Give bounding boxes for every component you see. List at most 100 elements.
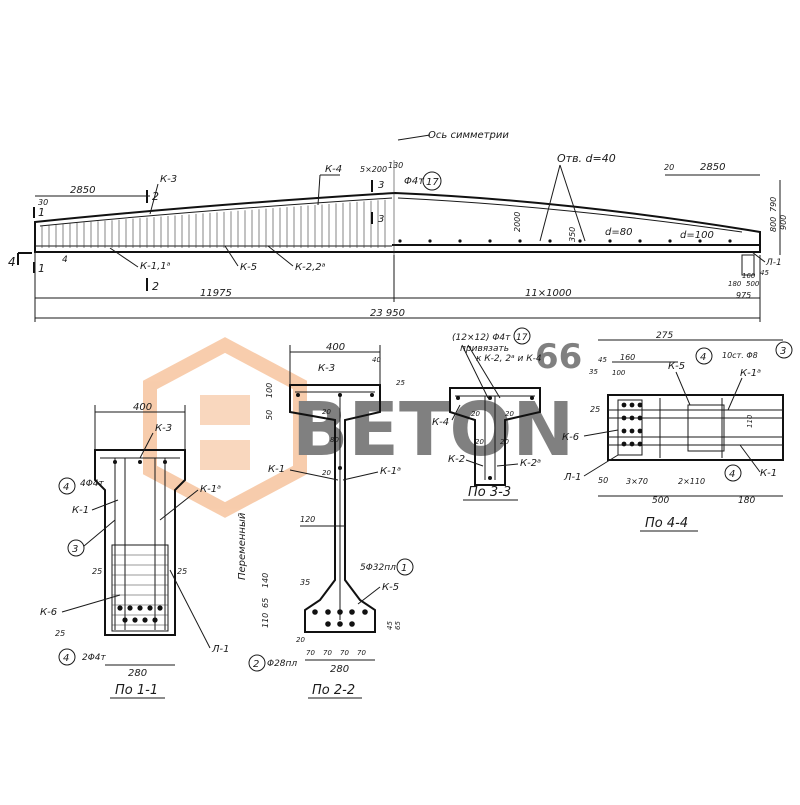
s44-rebar	[629, 428, 635, 434]
s22-dim-120: 120	[300, 515, 315, 524]
s44-outline	[607, 394, 784, 461]
watermark: BETON 66	[143, 337, 582, 518]
hole	[398, 239, 402, 243]
dim-11x1000: 11×1000	[525, 288, 572, 299]
watermark-logo-hex	[143, 337, 307, 518]
s44-bubble-4-top-text: 4	[700, 352, 706, 363]
s44-rebar	[621, 415, 627, 421]
dim-900: 900	[779, 215, 788, 230]
s33-rebar-2	[456, 396, 460, 400]
cut-3-bottom: 3	[378, 214, 384, 225]
s11-rebar	[117, 605, 123, 611]
s11-bubble-3-text: 3	[72, 544, 78, 555]
label-d100: d=100	[680, 230, 714, 241]
section-1-1-outline	[94, 449, 186, 636]
s44-k1-leader	[739, 444, 761, 473]
bubble-17-text: 17	[426, 177, 439, 188]
dim-180: 180	[728, 280, 742, 288]
s11-top-rebar	[113, 460, 117, 464]
s33-rebar-4	[488, 476, 492, 480]
section-3-3-outline	[449, 387, 541, 486]
s33-dim-20d: 20	[500, 438, 509, 446]
s11-dim-400-text: 400	[133, 402, 152, 413]
hole-leader-1	[539, 164, 561, 242]
s11-top-rebar	[138, 460, 142, 464]
s22-dim-70c: 70	[340, 649, 349, 657]
bubble-17	[422, 171, 442, 191]
s44-rebar	[637, 441, 643, 447]
hole	[548, 239, 552, 243]
s44-l1: Л-1	[563, 472, 582, 483]
dim-160: 160	[742, 272, 756, 280]
s22-k1-leader	[289, 469, 339, 481]
s22-rebar	[349, 609, 355, 615]
s33-rebar-3	[530, 396, 534, 400]
s11-bubble-3-leader	[83, 519, 116, 547]
label-k22a: К-2,2ᵃ	[295, 262, 326, 273]
watermark-number: 66	[535, 337, 582, 377]
s22-dim-70d: 70	[357, 649, 366, 657]
s11-rebar	[147, 605, 153, 611]
s33-note-3: к К-2, 2ᵃ и К-4	[476, 354, 542, 364]
s22-top-rebar	[370, 393, 374, 397]
s11-dim-25c: 25	[55, 629, 65, 638]
top-chord-bar	[39, 197, 393, 227]
s22-k1: К-1	[268, 464, 285, 475]
s22-k5-leader	[357, 586, 381, 605]
s22-rebar	[312, 609, 318, 615]
s11-dim-25a: 25	[92, 567, 102, 576]
s22-dim-280: 280	[330, 664, 349, 675]
dim-790: 790	[769, 197, 778, 212]
s22-dim-20c: 20	[296, 636, 305, 644]
dim-800: 800	[769, 217, 778, 232]
section-1-1: 400 280 25 25 25 К-3 К-1 К-1ᵃ К-6 Л-1 4 …	[40, 402, 230, 699]
s22-dim-20a: 20	[322, 408, 331, 416]
section-2-2-outline	[289, 384, 381, 633]
s11-k3-leader	[139, 432, 154, 459]
s22-dim-110: 110	[261, 613, 270, 628]
s22-k1a: К-1ᵃ	[380, 466, 401, 477]
s44-rebar	[637, 415, 643, 421]
s22-bubble-1	[396, 558, 414, 576]
s11-rebar	[127, 605, 133, 611]
s22-dim-65: 65	[261, 598, 270, 608]
s11-rebar	[137, 605, 143, 611]
s44-l1-leader	[583, 454, 619, 477]
s22-rebar	[337, 609, 343, 615]
s22-dim-80: 80	[330, 436, 339, 444]
watermark-brand: BETON	[292, 387, 574, 473]
s44-rebar	[629, 441, 635, 447]
s33-bubble-17	[513, 327, 531, 345]
stirrups	[41, 199, 386, 248]
s33-dim-20a: 20	[471, 410, 480, 418]
label-d80: d=80	[605, 227, 632, 238]
hole	[638, 239, 642, 243]
s11-bubble-3	[67, 539, 85, 557]
s11-k3: К-3	[155, 423, 172, 434]
s22-dim-45: 45	[386, 621, 394, 630]
label-k4: К-4	[325, 164, 342, 175]
s33-note-leader-1	[461, 344, 489, 399]
s11-bubble-4-bottom	[58, 648, 76, 666]
dim-975: 975	[736, 291, 751, 300]
dim-45: 45	[760, 269, 769, 277]
s22-top-rebar	[338, 466, 342, 470]
s44-dim-3x70: 3×70	[626, 477, 648, 486]
dim-30: 30	[38, 198, 48, 207]
s22-dim-25: 25	[396, 379, 405, 387]
label-k3: К-3	[160, 174, 177, 185]
cut-1-bottom: 1	[38, 262, 45, 275]
label-k11a: К-1,1ᵃ	[140, 261, 171, 272]
s22-bubble-2	[248, 654, 266, 672]
dim-2850-left: 2850	[70, 185, 95, 196]
section-2-2: 400 40 25 100 50 20 20 80 120 35 110 65 …	[237, 342, 414, 699]
s11-k1-leader	[91, 499, 119, 511]
s44-dim-275: 275	[656, 331, 673, 341]
s33-note-1: (12×12) Φ4т	[452, 333, 511, 343]
s44-dim-180: 180	[738, 496, 755, 506]
s22-title: По 2-2	[312, 683, 355, 698]
s11-k1a: К-1ᵃ	[200, 484, 221, 495]
l1-leader	[751, 251, 766, 263]
